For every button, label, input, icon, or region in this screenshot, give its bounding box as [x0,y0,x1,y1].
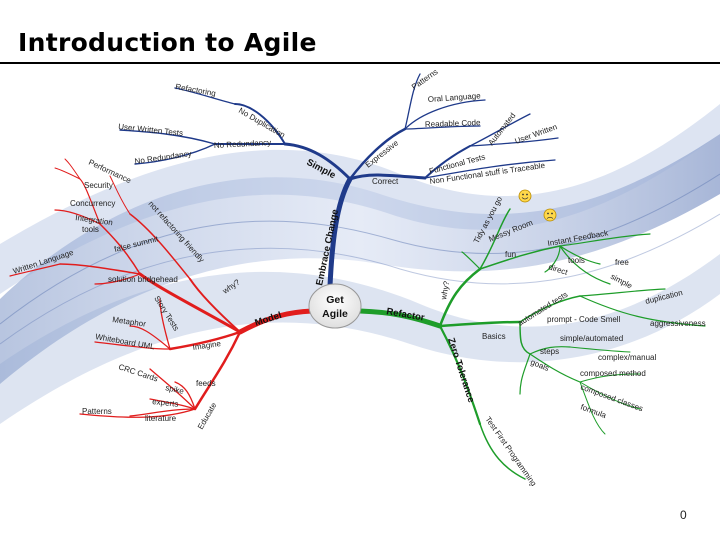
agile-mind-map: Get Agile Embrace Change Model Refactor … [0,64,720,486]
label-feeds: feeds [196,379,216,388]
label-tools-red: tools [82,225,99,234]
label-correct: Correct [372,177,399,186]
page-number: 0 [680,508,687,522]
background-swirl [0,64,720,486]
label-imagine: Imagine [192,339,222,352]
label-concurrency: Concurrency [70,199,115,208]
branch-model [9,158,315,418]
center-label-line1: Get [326,294,344,306]
label-why-green: why? [439,280,451,301]
frown-icon [543,208,557,222]
label-composed-method: composed method [580,369,646,378]
label-no-redundancy: No Redundancy [214,138,272,150]
label-readable-code: Readable Code [425,118,481,129]
label-solution-bridgehead: solution bridgehead [108,275,178,284]
label-aggressiveness: aggressiveness [650,319,706,328]
label-basics: Basics [482,332,506,341]
label-patterns-red: Patterns [82,407,112,416]
label-steps: steps [540,347,559,356]
label-literature: literature [145,414,177,423]
label-oral-language: Oral Language [428,91,482,104]
label-prompt-code-smell: prompt - Code Smell [547,315,621,324]
branch-embrace-change [119,73,559,289]
label-tools-green: tools [568,256,585,265]
title-divider [0,62,720,64]
branch-refactor [357,208,706,480]
label-security: Security [84,181,113,190]
center-node: Get Agile [308,283,362,329]
slide-title: Introduction to Agile [18,28,317,57]
label-fun: fun [505,250,516,259]
smiley-icon [518,189,532,203]
label-complex-manual: complex/manual [598,353,656,362]
label-experts: experts [152,397,179,409]
center-label-line2: Agile [322,308,348,320]
label-spike: spike [165,383,186,396]
label-free: free [615,258,629,267]
label-simple-automated: simple/automated [560,334,623,343]
